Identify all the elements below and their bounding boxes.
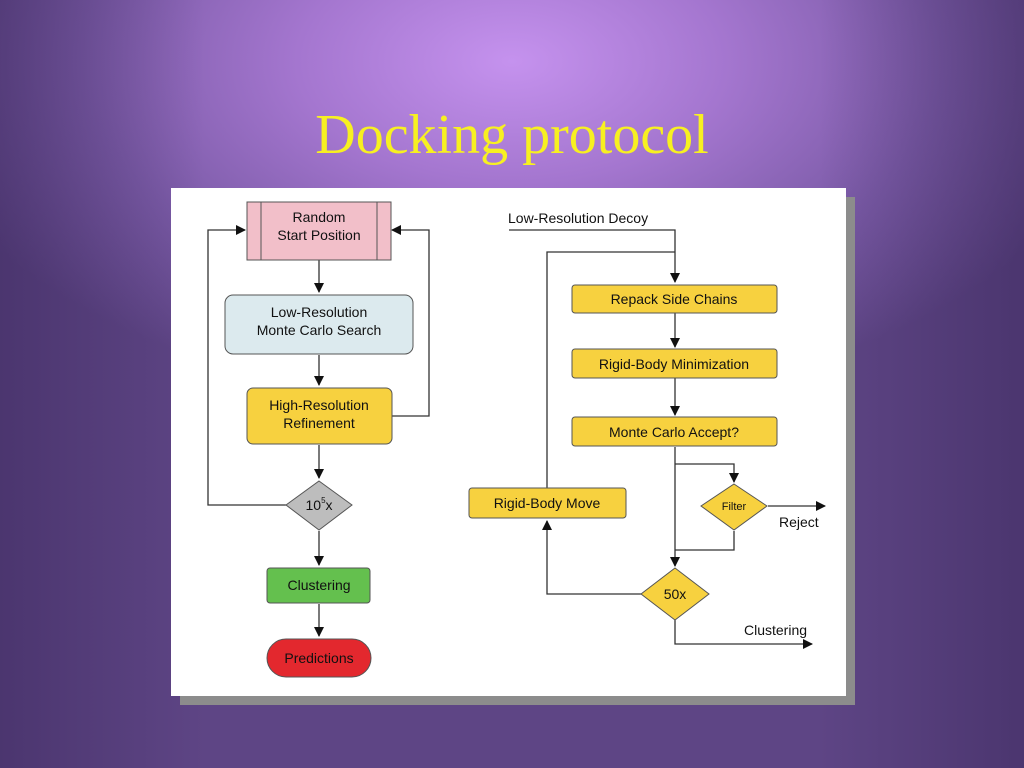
clustering-box: Clustering [266, 567, 371, 604]
rigid-move-label: Rigid-Body Move [494, 495, 601, 511]
decoy-input-label: Low-Resolution Decoy [508, 210, 648, 226]
loop-diamond-left: 105x [285, 480, 353, 531]
filter-label: Filter [722, 501, 747, 513]
high-res-refinement-box: High-Resolution Refinement [246, 387, 393, 445]
random-start-box: Random Start Position [246, 201, 392, 261]
slide-title: Docking protocol [315, 104, 709, 166]
flowchart-svg: Random Start Position Low-Resolution Mon… [207, 201, 826, 678]
minimization-label: Rigid-Body Minimization [599, 356, 749, 372]
loop-exponent: 5 [321, 496, 326, 505]
predictions-box: Predictions [266, 638, 372, 678]
loop-base: 10 [305, 497, 321, 513]
high-res-refinement-line1: High-Resolution [269, 397, 369, 413]
loop-50x-label: 50x [664, 586, 687, 602]
left-connectors [207, 225, 430, 637]
clustering-label: Clustering [287, 577, 350, 593]
predictions-label: Predictions [284, 650, 353, 666]
filter-diamond: Filter [700, 483, 768, 531]
random-start-line2: Start Position [277, 227, 360, 243]
rigid-move-box: Rigid-Body Move [468, 487, 627, 519]
random-start-line1: Random [293, 209, 346, 225]
loop-suffix: x [326, 497, 333, 513]
low-res-search-line2: Monte Carlo Search [257, 322, 382, 338]
low-res-search-line1: Low-Resolution [271, 304, 368, 320]
low-res-search-box: Low-Resolution Monte Carlo Search [224, 294, 414, 355]
mc-accept-box: Monte Carlo Accept? [571, 416, 778, 447]
mc-accept-label: Monte Carlo Accept? [609, 424, 739, 440]
minimization-box: Rigid-Body Minimization [571, 348, 778, 379]
repack-label: Repack Side Chains [611, 291, 738, 307]
diagram-panel: Random Start Position Low-Resolution Mon… [171, 188, 846, 696]
high-res-refinement-line2: Refinement [283, 415, 355, 431]
clustering-output-label: Clustering [744, 622, 807, 638]
repack-box: Repack Side Chains [571, 284, 778, 314]
loop-diamond-right: 50x [640, 567, 710, 621]
svg-text:105x: 105x [305, 496, 332, 513]
reject-label: Reject [779, 514, 819, 530]
right-connectors [509, 229, 826, 649]
